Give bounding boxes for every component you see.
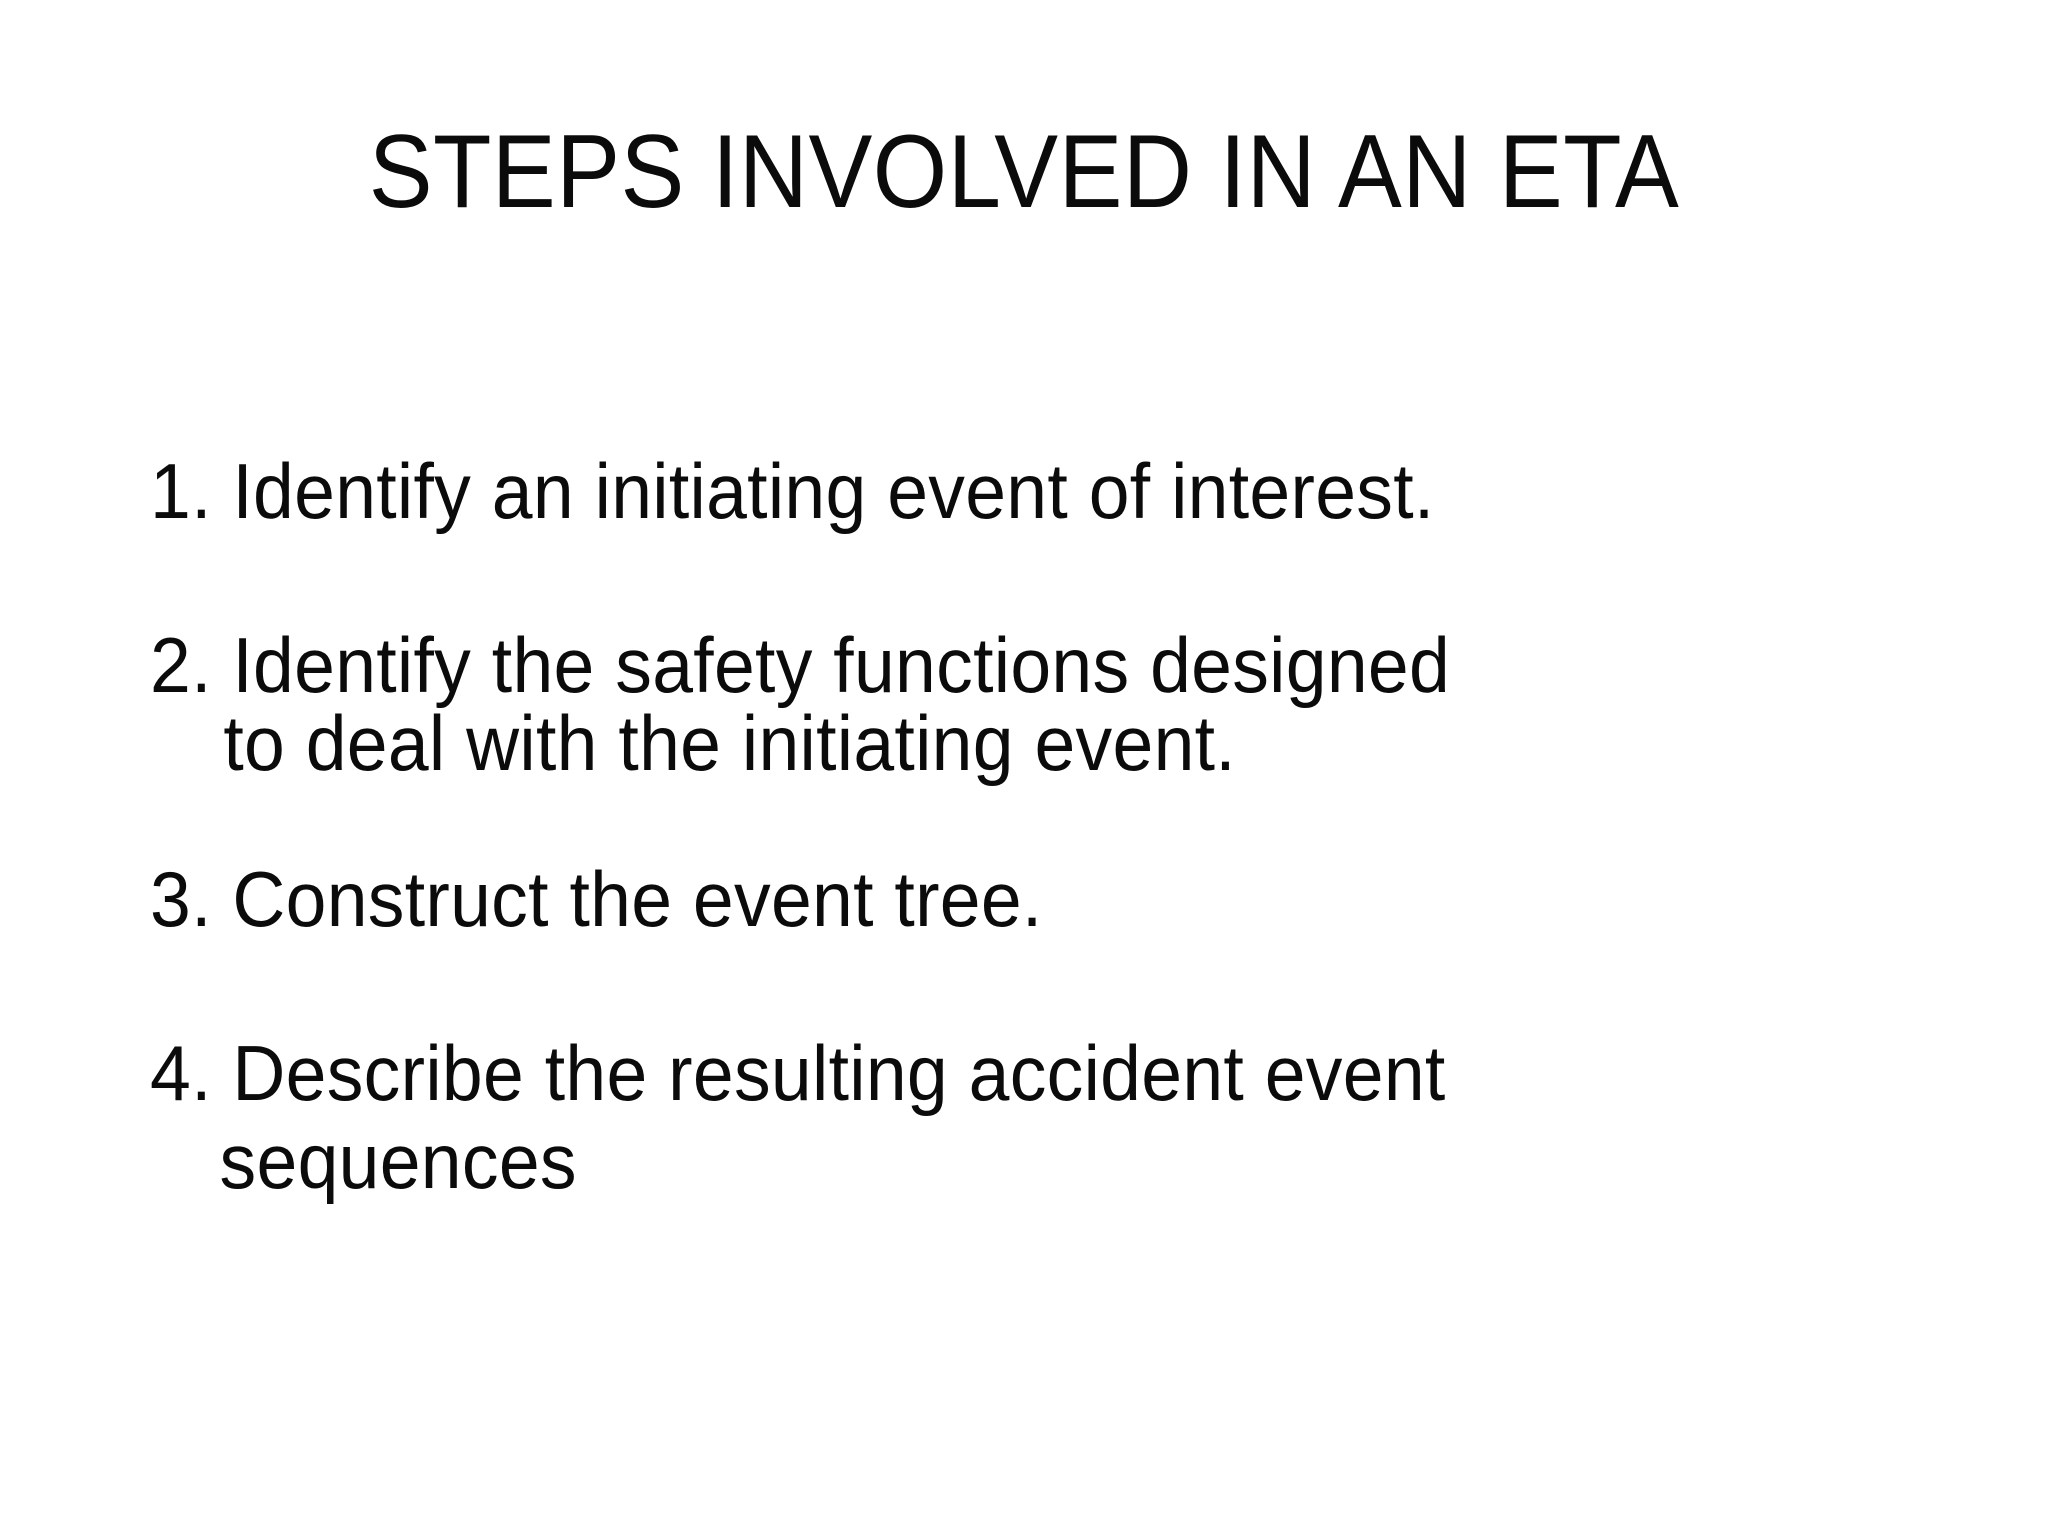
list-item: 3. Construct the event tree. [150, 855, 1043, 943]
list-item-continuation: sequences [219, 1117, 577, 1205]
page-title: STEPS INVOLVED IN AN ETA [368, 114, 1680, 230]
list-item: 4. Describe the resulting accident event [150, 1029, 1446, 1117]
numbered-step-list: 1. Identify an initiating event of inter… [150, 452, 1940, 1200]
list-item-continuation: to deal with the initiating event. [223, 699, 1236, 787]
list-item: 2. Identify the safety functions designe… [150, 621, 1451, 709]
list-item: 1. Identify an initiating event of inter… [150, 447, 1435, 535]
